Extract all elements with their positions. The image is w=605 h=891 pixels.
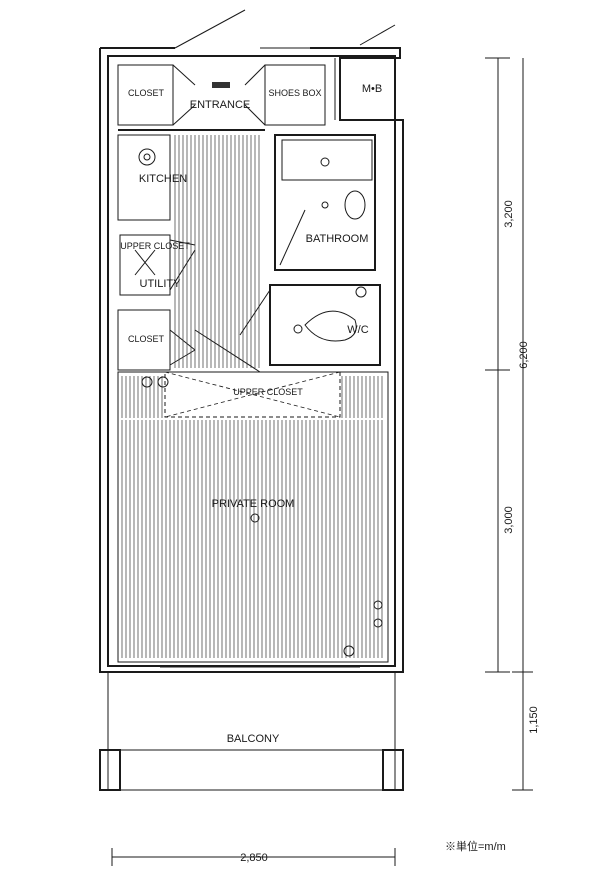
dim-room-depth: 3,000 <box>503 506 515 534</box>
wc-fixtures <box>239 284 381 366</box>
label-upper-closet-left: UPPER CLOSET <box>120 241 190 251</box>
balcony-outline <box>99 672 404 791</box>
private-room-walls <box>117 371 389 668</box>
dim-total-width: 2,850 <box>240 852 268 864</box>
room-labels: CLOSET ENTRANCE SHOES BOX M•B KITCHEN BA… <box>120 83 382 745</box>
label-entrance: ENTRANCE <box>190 99 251 111</box>
label-kitchen: KITCHEN <box>139 173 187 185</box>
bathroom-fixtures <box>274 134 376 271</box>
outer-walls <box>99 9 404 673</box>
dim-balcony-depth: 1,150 <box>528 706 540 734</box>
label-wc: W/C <box>347 324 368 336</box>
dim-total-depth: 6,200 <box>518 341 530 369</box>
label-bathroom: BATHROOM <box>306 233 369 245</box>
label-shoes-box: SHOES BOX <box>268 88 321 98</box>
dim-bathroom-depth: 3,200 <box>503 200 515 228</box>
dimension-labels: 3,200 6,200 3,000 1,150 2,850 ※単位=m/m <box>240 200 540 864</box>
room-hatching <box>121 376 383 658</box>
label-utility: UTILITY <box>140 278 182 290</box>
hall-hatching <box>174 135 260 368</box>
unit-note: ※単位=m/m <box>445 839 506 853</box>
label-private-room: PRIVATE ROOM <box>212 498 295 510</box>
label-closet-mid: CLOSET <box>128 334 165 344</box>
dimension-lines <box>111 57 533 866</box>
label-mb: M•B <box>362 83 382 95</box>
entry-zone <box>117 58 336 131</box>
label-balcony: BALCONY <box>227 733 280 745</box>
label-closet-top: CLOSET <box>128 88 165 98</box>
label-upper-closet-main: UPPER CLOSET <box>233 387 303 397</box>
